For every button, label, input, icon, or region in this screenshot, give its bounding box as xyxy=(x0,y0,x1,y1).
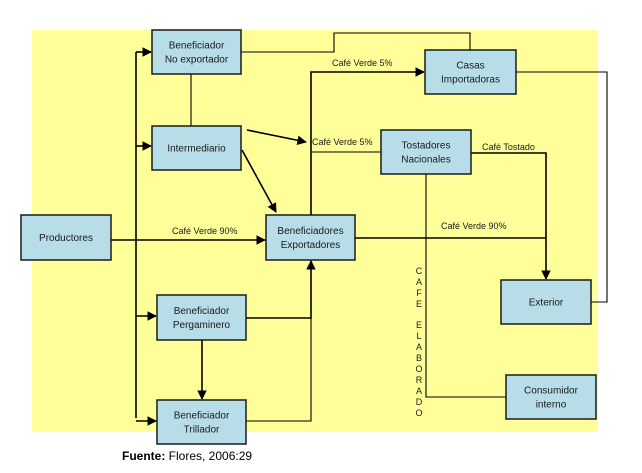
node-box xyxy=(151,29,242,75)
vertical-label-char: A xyxy=(416,277,422,287)
node-beneficiador-no-exportador: Beneficiador No exportador xyxy=(151,29,242,75)
node-label: Beneficiador xyxy=(174,411,230,422)
node-label: Exterior xyxy=(529,298,564,309)
node-label: Importadoras xyxy=(441,75,500,86)
edge-no-exportador-to-casas xyxy=(241,32,471,53)
vertical-label-char: C xyxy=(416,266,423,276)
vertical-label-char: E xyxy=(416,299,422,309)
node-label: Beneficiador xyxy=(169,41,225,52)
edge-exportadores-to-casas xyxy=(310,67,425,215)
label-cafe-verde-5-casas: Café Verde 5% xyxy=(332,58,393,68)
node-box xyxy=(505,374,597,420)
node-box xyxy=(20,214,112,261)
vertical-label-char: B xyxy=(416,353,422,363)
node-box xyxy=(151,125,242,171)
vertical-label-char: E xyxy=(416,320,422,330)
caption-text: Flores, 2006:29 xyxy=(165,449,253,463)
nodes: Beneficiador No exportadorIntermediarioPr… xyxy=(20,29,597,445)
node-box xyxy=(424,49,517,95)
vertical-label-char: O xyxy=(415,364,422,374)
label-cafe-tostado: Café Tostado xyxy=(482,142,535,152)
node-label: Beneficiadores xyxy=(277,226,343,237)
vertical-label-char: O xyxy=(415,408,422,418)
caption-label: Fuente: xyxy=(122,449,166,463)
node-label: Consumidor xyxy=(524,386,579,397)
node-box xyxy=(380,129,472,175)
node-consumidor-interno: Consumidor interno xyxy=(505,374,597,420)
vertical-label-char: D xyxy=(416,397,423,407)
node-label: Intermediario xyxy=(167,144,226,155)
node-label: Pergaminero xyxy=(173,320,231,331)
node-label: Exportadores xyxy=(281,240,340,251)
node-box xyxy=(500,279,592,325)
node-intermediario: Intermediario xyxy=(151,125,242,171)
edge-trillador-to-exportadores xyxy=(246,318,312,422)
label-cafe-verde-5-tostadores: Café Verde 5% xyxy=(312,137,373,147)
node-label: Productores xyxy=(39,233,93,244)
node-label: Casas xyxy=(456,61,484,72)
node-label: interno xyxy=(536,400,567,411)
node-label: Beneficiador xyxy=(174,306,230,317)
edge-tostadores-to-consumidor xyxy=(425,174,506,398)
label-cafe-verde-90-exterior: Café Verde 90% xyxy=(441,221,507,231)
edge-intermediario-to-tostadores-line xyxy=(246,129,307,145)
node-box xyxy=(156,399,247,445)
node-box xyxy=(265,214,356,261)
edges xyxy=(111,32,608,426)
edge-labels: Café Verde 90% Café Verde 5% Café Verde … xyxy=(172,58,535,418)
edge-tostadores-to-exterior xyxy=(471,152,551,280)
node-label: Nacionales xyxy=(401,155,450,166)
node-exterior: Exterior xyxy=(500,279,592,325)
vertical-label-char: A xyxy=(416,342,422,352)
node-label: No exportador xyxy=(165,55,229,66)
edge-intermediario-to-exportadores xyxy=(241,149,277,213)
vertical-label-char: F xyxy=(416,288,422,298)
node-label: Tostadores xyxy=(402,141,451,152)
vertical-label-char: A xyxy=(416,386,422,396)
label-cafe-verde-90-productores: Café Verde 90% xyxy=(172,226,238,236)
node-box xyxy=(156,294,247,341)
vertical-label-char: L xyxy=(416,331,421,341)
vertical-label-char: R xyxy=(416,375,423,385)
source-caption: Fuente: Flores, 2006:29 xyxy=(122,449,252,463)
node-productores: Productores xyxy=(20,214,112,261)
node-label: Trillador xyxy=(184,425,220,436)
edge-casas-to-exterior xyxy=(516,71,608,303)
